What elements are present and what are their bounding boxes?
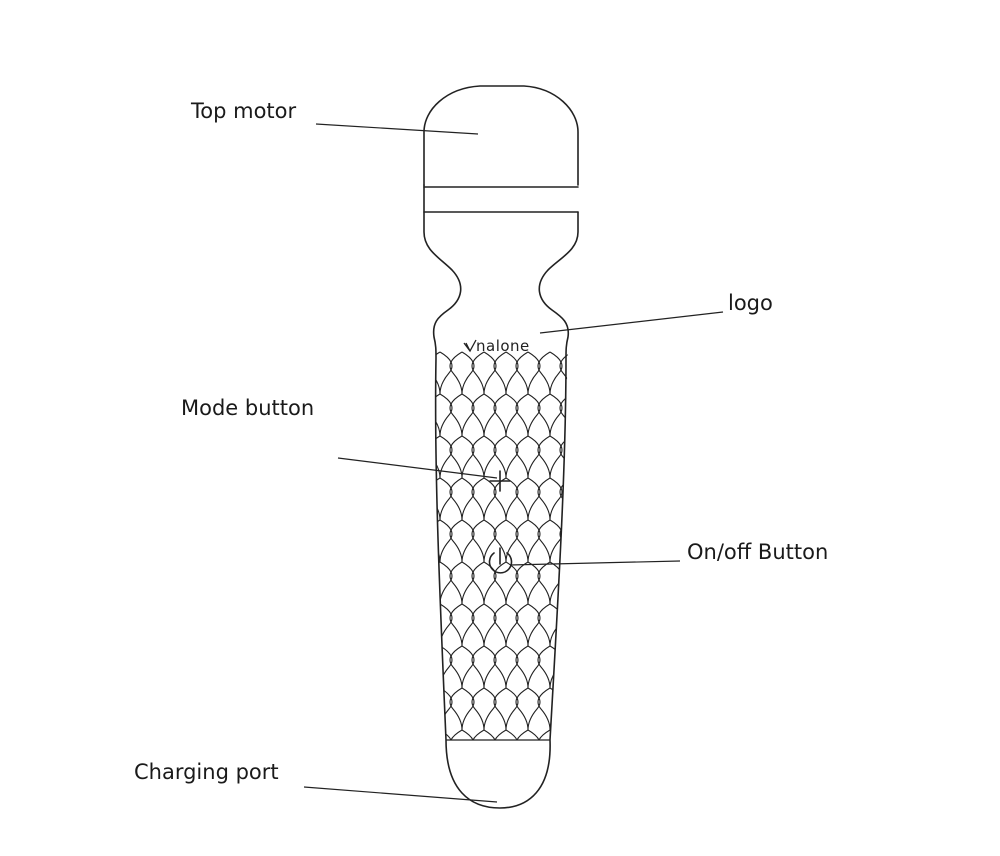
grip-wave-line [537,351,551,740]
leader-mode-button [337,457,498,479]
mode-button[interactable] [489,470,511,492]
label-logo: logo [728,291,773,315]
grip-wave-line [493,351,507,740]
grip-wave-line [515,351,529,740]
leader-logo [539,311,724,334]
grip-wave-line [572,352,584,772]
device-neck [423,184,579,809]
grip-pattern [435,351,584,772]
label-top-motor: Top motor [190,99,296,123]
logo-mark-icon [463,339,477,353]
leader-charging-port [303,786,498,803]
logo-text: nalone [476,337,530,355]
leader-on-off-button [509,560,681,566]
grip-wave-line [471,351,485,740]
grip-wave-line [435,351,441,740]
label-on-off-button: On/off Button [687,540,828,564]
top-motor-head [423,85,579,186]
label-mode-button: Mode button [181,396,314,420]
power-icon [488,552,513,574]
grip-wave-line [439,351,453,740]
device-body [423,85,579,809]
on-off-button[interactable] [488,547,513,574]
grip-wave-line [527,351,541,740]
leader-top-motor [315,123,479,135]
grip-wave-line [461,351,475,740]
grip-wave-line [449,351,463,740]
logo: nalone [463,337,530,355]
label-charging-port: Charging port [134,760,279,784]
